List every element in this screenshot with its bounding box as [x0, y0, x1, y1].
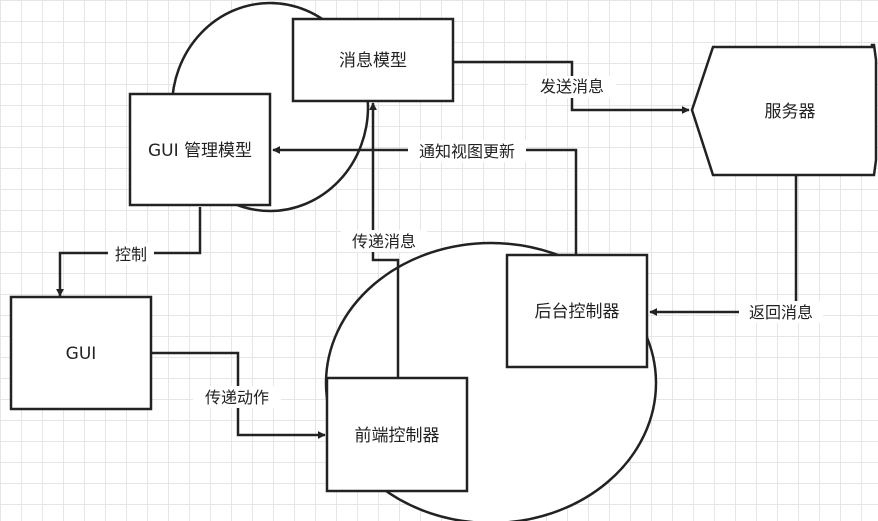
label-pass-message-text: 传递消息 — [352, 232, 416, 251]
node-server-label: 服务器 — [765, 102, 816, 122]
label-send-message-text: 发送消息 — [540, 77, 604, 96]
node-frontend-controller[interactable]: 前端控制器 — [325, 376, 469, 493]
node-gui[interactable]: GUI — [9, 295, 153, 411]
node-gui-label: GUI — [66, 344, 97, 364]
node-message-model[interactable]: 消息模型 — [291, 17, 455, 103]
label-send-message: 发送消息 — [528, 76, 616, 98]
node-frontend-controller-label: 前端控制器 — [355, 426, 440, 446]
edge-return-message — [649, 176, 798, 316]
label-pass-message: 传递消息 — [341, 230, 427, 252]
label-control-text: 控制 — [115, 245, 147, 264]
label-return-message-text: 返回消息 — [749, 303, 813, 322]
node-gui-manage-model-label: GUI 管理模型 — [148, 141, 252, 161]
node-backend-controller-label: 后台控制器 — [535, 302, 620, 322]
node-gui-manage-model[interactable]: GUI 管理模型 — [128, 92, 272, 207]
label-control: 控制 — [108, 243, 154, 265]
label-notify-view-update-text: 通知视图更新 — [419, 142, 515, 161]
node-message-model-label: 消息模型 — [339, 51, 407, 71]
label-pass-action-text: 传递动作 — [205, 388, 269, 407]
label-pass-action: 传递动作 — [193, 386, 281, 408]
node-backend-controller[interactable]: 后台控制器 — [505, 253, 649, 369]
label-notify-view-update: 通知视图更新 — [408, 140, 526, 162]
label-return-message: 返回消息 — [739, 301, 823, 323]
edge-pass-message — [369, 102, 400, 378]
node-server[interactable]: 服务器 — [690, 43, 878, 177]
